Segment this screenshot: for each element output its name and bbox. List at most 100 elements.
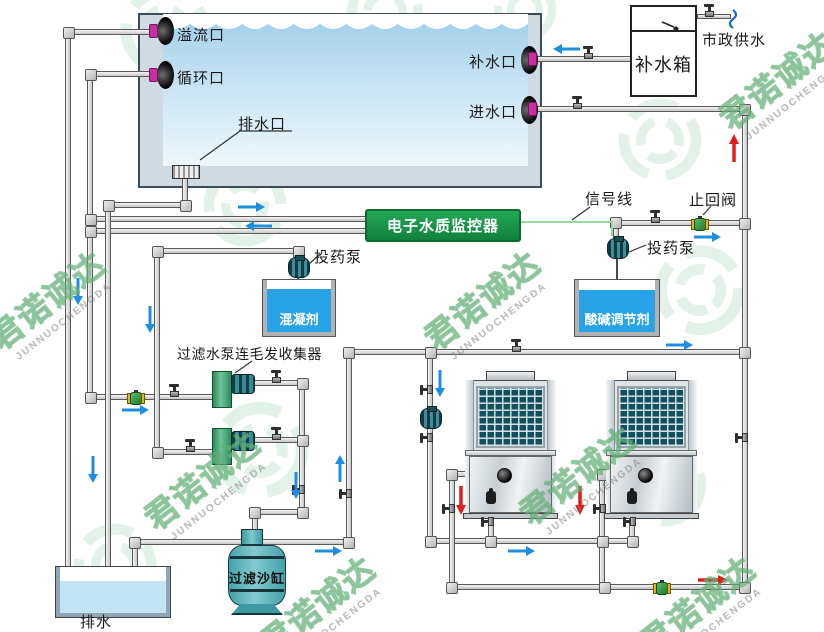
pipe [536, 106, 747, 112]
coagulant-tank: 混凝剂 [263, 280, 335, 336]
cabinet-post [547, 380, 556, 515]
coagulant-liquid [267, 289, 331, 332]
heat-pump-outlet-port [638, 468, 653, 483]
pipe [155, 248, 302, 254]
sand-tank-band [230, 556, 284, 559]
pipe [449, 471, 455, 589]
filter-pump-body-icon [212, 428, 232, 465]
heat-pump-unit-2 [604, 371, 699, 519]
pipe-fitting [610, 217, 622, 229]
heat-pump-inlet-port [627, 488, 637, 504]
port-fitting-icon [528, 102, 537, 116]
bottom-drain-label: 排水口 [238, 116, 287, 133]
pipe-fitting [152, 447, 164, 459]
water-quality-monitor: 电子水质监控器 [365, 209, 521, 242]
pipe [599, 471, 605, 589]
booster-pump-icon [420, 406, 442, 429]
makeup-tank-label: 补水箱 [635, 55, 692, 75]
pipe-fitting [297, 507, 309, 519]
valve-icon [292, 483, 305, 496]
watermark: 君诺诚达 JUNNUOCHENGDA [633, 549, 765, 632]
signal-line-label: 信号线 [585, 191, 634, 208]
coagulant-label: 混凝剂 [279, 312, 319, 327]
watermark: 君诺诚达 JUNNUOCHENGDA [138, 424, 270, 543]
dosing-pump-right-label: 投药泵 [647, 240, 696, 257]
pipe-fitting [85, 226, 97, 238]
pipe-fitting [343, 537, 355, 549]
cabinet-post [465, 380, 474, 515]
overflow-port-label: 溢流口 [177, 27, 226, 44]
pipe-fitting [739, 218, 751, 230]
pipe [346, 349, 748, 355]
ph-adjuster-tank: 酸碱调节剂 [575, 280, 659, 336]
dosing-pump-icon [288, 255, 310, 278]
pipe-fitting [599, 582, 611, 594]
pipe [260, 539, 352, 545]
cabinet-panel [610, 456, 693, 513]
signal-line [521, 221, 613, 236]
cabinet-base [463, 513, 558, 519]
valve-icon [270, 370, 283, 383]
pipe-fitting [85, 69, 97, 81]
check-valve-label: 止回阀 [689, 192, 738, 209]
makeup-water-tank: 补水箱 [630, 5, 697, 97]
port-fitting-icon [149, 68, 158, 82]
valve-icon [184, 439, 197, 452]
pipe-fitting [739, 582, 751, 594]
port-fitting-icon [149, 24, 158, 38]
pipe [88, 228, 367, 234]
pipe [104, 202, 188, 208]
circulation-port-label: 循环口 [177, 70, 226, 87]
pipe [427, 349, 433, 543]
pipe-fitting [425, 536, 437, 548]
valve-icon [593, 502, 606, 515]
valve-icon [703, 4, 716, 17]
heat-pump-outlet-port [497, 468, 512, 483]
pipe [88, 216, 367, 222]
pipe [346, 349, 352, 544]
check-valve-icon [653, 580, 671, 595]
check-valve-icon [691, 216, 709, 231]
valve-icon [623, 515, 636, 528]
pipe [66, 29, 156, 35]
pipe-fitting [739, 104, 751, 116]
ph-liquid [579, 290, 655, 332]
pipe-fitting [85, 214, 97, 226]
dosing-pump-left-label: 投药泵 [314, 249, 363, 266]
coil-grille-icon [617, 386, 686, 448]
filter-pump-motor-icon [231, 431, 255, 451]
pipe [88, 71, 158, 77]
valve-icon [270, 427, 283, 440]
valve-icon [420, 431, 433, 444]
cabinet-base [604, 513, 699, 519]
valve-icon [481, 515, 494, 528]
sand-tank-base [231, 604, 283, 615]
pipe-fitting [297, 378, 309, 390]
pipe-fitting [85, 392, 97, 404]
drain-basin-label: 排水 [80, 614, 113, 631]
valve-icon [339, 487, 352, 500]
makeup-port-label: 补水口 [469, 54, 518, 71]
pipe-fitting [627, 536, 639, 548]
pipe-fitting [597, 536, 609, 548]
valve-icon [442, 502, 455, 515]
ph-label: 酸碱调节剂 [584, 312, 650, 327]
filter-pump-body-icon [212, 371, 232, 408]
cabinet-rail [465, 450, 556, 456]
pipe-fitting [63, 27, 75, 39]
coil-grille-icon [476, 386, 545, 448]
pipe [105, 202, 111, 603]
pipe [613, 220, 746, 226]
cabinet-post [688, 380, 697, 515]
filter-pump-motor-icon [231, 374, 255, 394]
pipe-fitting [103, 200, 115, 212]
pipe-fitting [180, 200, 192, 212]
pipe-fitting [485, 536, 497, 548]
water-wave [163, 14, 528, 29]
valve-icon [168, 384, 181, 397]
monitor-title: 电子水质监控器 [386, 218, 499, 235]
port-fitting-icon [528, 52, 537, 66]
inlet-port-label: 进水口 [469, 104, 518, 121]
pipe-fitting [446, 582, 458, 594]
